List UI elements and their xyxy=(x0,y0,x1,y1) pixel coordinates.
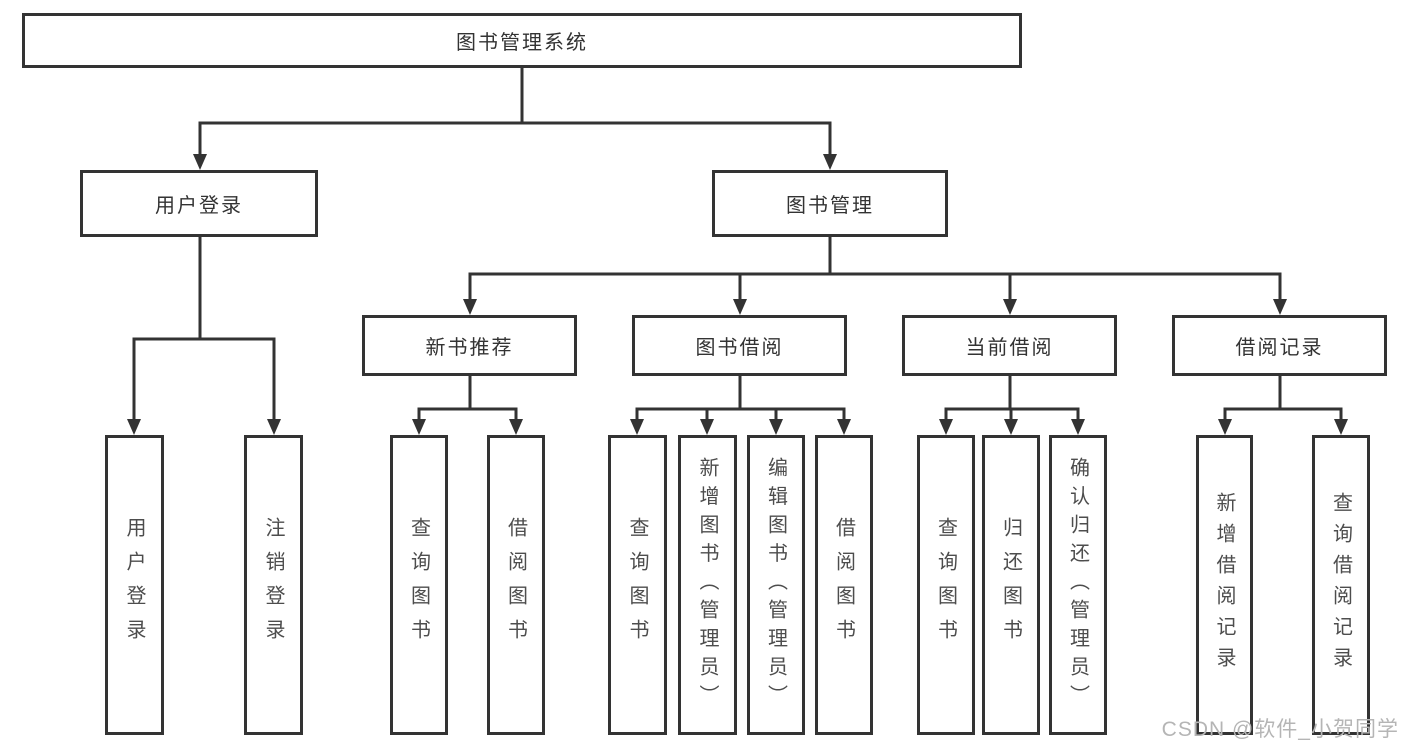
leaf-label: 编辑图书（管理员） xyxy=(764,457,787,713)
node-current-borrowing: 当前借阅 xyxy=(902,315,1117,376)
node-book-borrowing: 图书借阅 xyxy=(632,315,847,376)
leaf-borrow-books-recommend: 借阅图书 xyxy=(487,435,545,735)
node-system-root: 图书管理系统 xyxy=(22,13,1022,68)
leaf-label: 新增借阅记录 xyxy=(1213,492,1235,678)
leaf-label: 查询图书 xyxy=(934,517,957,653)
node-user-login: 用户登录 xyxy=(80,170,318,237)
leaf-label: 借阅图书 xyxy=(832,517,855,653)
leaf-label: 查询借阅记录 xyxy=(1329,492,1352,678)
node-borrowing-records: 借阅记录 xyxy=(1172,315,1387,376)
node-book-management: 图书管理 xyxy=(712,170,948,237)
leaf-query-books-borrow: 查询图书 xyxy=(608,435,667,735)
leaf-label: 借阅图书 xyxy=(504,517,527,653)
leaf-logout: 注销登录 xyxy=(244,435,303,735)
leaf-label: 查询图书 xyxy=(626,517,648,653)
leaf-user-login: 用户登录 xyxy=(105,435,164,735)
csdn-watermark: CSDN @软件_小贺同学 xyxy=(1161,718,1399,741)
leaf-query-books-current: 查询图书 xyxy=(917,435,975,735)
node-new-book-recommend: 新书推荐 xyxy=(362,315,577,376)
leaf-label: 查询图书 xyxy=(407,517,430,653)
leaf-borrow-books: 借阅图书 xyxy=(815,435,873,735)
leaf-query-books-recommend: 查询图书 xyxy=(390,435,448,735)
leaf-query-borrow-record: 查询借阅记录 xyxy=(1312,435,1370,735)
leaf-edit-books-admin: 编辑图书（管理员） xyxy=(747,435,805,735)
leaf-label: 用户登录 xyxy=(123,517,145,653)
leaf-label: 注销登录 xyxy=(262,517,284,653)
leaf-add-books-admin: 新增图书（管理员） xyxy=(678,435,737,735)
leaf-add-borrow-record: 新增借阅记录 xyxy=(1196,435,1253,735)
leaf-confirm-return-admin: 确认归还（管理员） xyxy=(1049,435,1107,735)
leaf-label: 归还图书 xyxy=(999,517,1022,653)
leaf-label: 新增图书（管理员） xyxy=(696,457,718,713)
leaf-label: 确认归还（管理员） xyxy=(1066,457,1089,713)
leaf-return-books: 归还图书 xyxy=(982,435,1040,735)
